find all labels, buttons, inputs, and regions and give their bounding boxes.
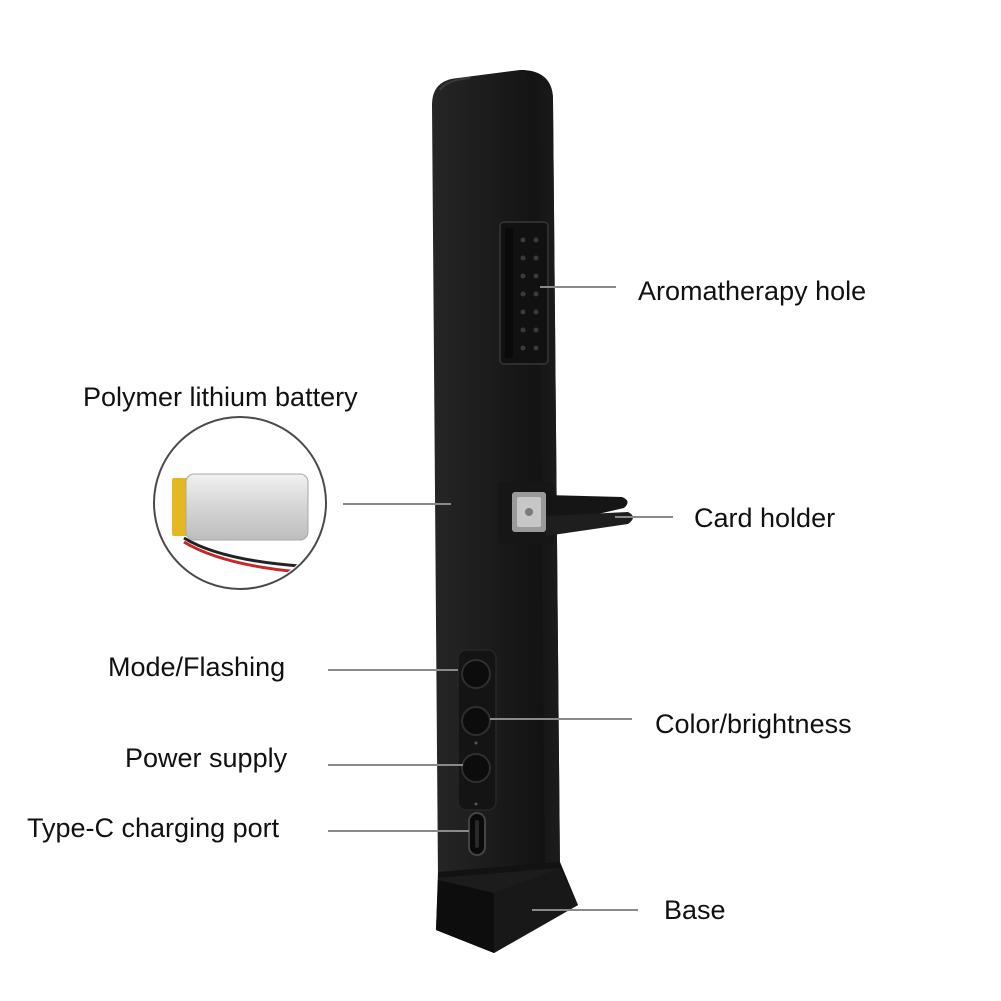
label-base: Base [664, 895, 726, 925]
leader-base [532, 909, 638, 911]
label-type-c-port: Type-C charging port [27, 813, 280, 843]
label-color-brightness: Color/brightness [655, 709, 852, 739]
side-buttons [457, 649, 497, 811]
battery-inset [153, 416, 327, 590]
leader-color [490, 718, 632, 720]
mode-button-icon [461, 659, 491, 689]
power-button-icon [461, 753, 491, 783]
type-c-port-icon [468, 812, 486, 856]
device-base [436, 862, 578, 953]
leader-card-holder [615, 516, 673, 518]
label-power-supply: Power supply [125, 743, 288, 773]
leader-type-c [328, 830, 469, 832]
label-card-holder: Card holder [694, 503, 836, 533]
leader-mode [328, 669, 458, 671]
battery-cell [185, 473, 309, 541]
leader-battery [343, 503, 451, 505]
aromatherapy-vent [499, 221, 549, 365]
label-aromatherapy-hole: Aromatherapy hole [638, 276, 867, 306]
leader-power [328, 764, 463, 766]
color-button-icon [461, 706, 491, 736]
label-polymer-battery: Polymer lithium battery [83, 382, 358, 412]
card-holder-clip [498, 482, 633, 544]
leader-aromatherapy [540, 286, 616, 288]
label-mode-flashing: Mode/Flashing [108, 652, 286, 682]
